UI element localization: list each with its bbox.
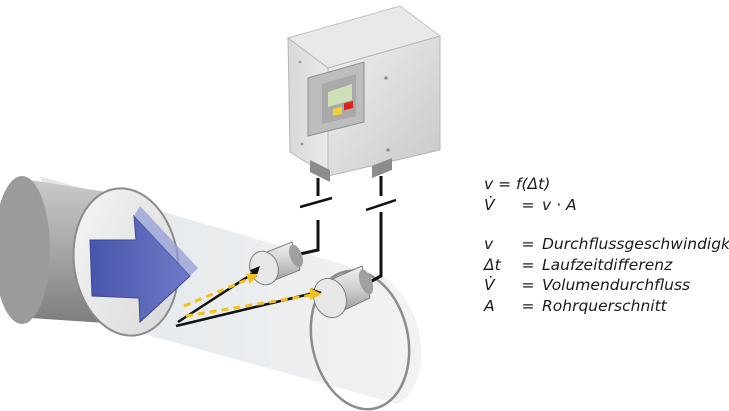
display-key-red <box>344 100 353 111</box>
signal-cables <box>299 176 397 284</box>
legend-eq: = <box>521 296 535 315</box>
formula-legend: v = f(Δt) V̇ = v · A v = Durchflussgesch… <box>484 174 729 316</box>
formula-velocity-text: v = f(Δt) <box>484 175 551 193</box>
legend-symbol: Δt <box>484 255 501 274</box>
legend-text: Rohrquerschnitt <box>542 296 667 315</box>
legend-symbol: v <box>484 235 494 253</box>
display-key-yellow <box>333 106 342 116</box>
formula-volume-flow-rhs: v · A <box>542 195 577 214</box>
legend-symbol: V̇ <box>484 276 495 294</box>
legend-row: v = Durchflussgeschwindigkeit <box>484 234 729 255</box>
legend-row: Δt = Laufzeitdifferenz <box>484 255 729 276</box>
legend-eq: = <box>521 255 535 274</box>
ultrasonic-sensor-1 <box>249 241 303 286</box>
legend-text: Durchflussgeschwindigkeit <box>542 235 729 253</box>
legend-symbol: A <box>484 296 495 315</box>
pipe-end-left <box>0 176 50 324</box>
legend-text: Laufzeitdifferenz <box>542 255 673 274</box>
formula-volume-flow-eq: = <box>521 195 535 214</box>
legend-eq: = <box>521 276 535 294</box>
transmitter-display <box>328 84 352 107</box>
ultrasonic-signal-paths <box>175 266 322 328</box>
legend-row: V̇ = Volumendurchfluss <box>484 275 729 296</box>
transmitter-box <box>286 5 442 182</box>
legend-eq: = <box>521 235 535 253</box>
flow-arrow-highlight <box>134 206 198 276</box>
flow-direction-arrow <box>89 214 191 324</box>
legend-row: A = Rohrquerschnitt <box>484 296 729 317</box>
formula-volume-flow-symbol: V̇ <box>484 195 495 214</box>
pipe-end-ring <box>309 269 411 411</box>
formula-velocity: v = f(Δt) <box>484 174 729 195</box>
ultrasonic-sensor-2 <box>312 265 374 319</box>
legend-text: Volumendurchfluss <box>542 276 691 294</box>
formula-volume-flow: V̇ = v · A <box>484 195 729 216</box>
